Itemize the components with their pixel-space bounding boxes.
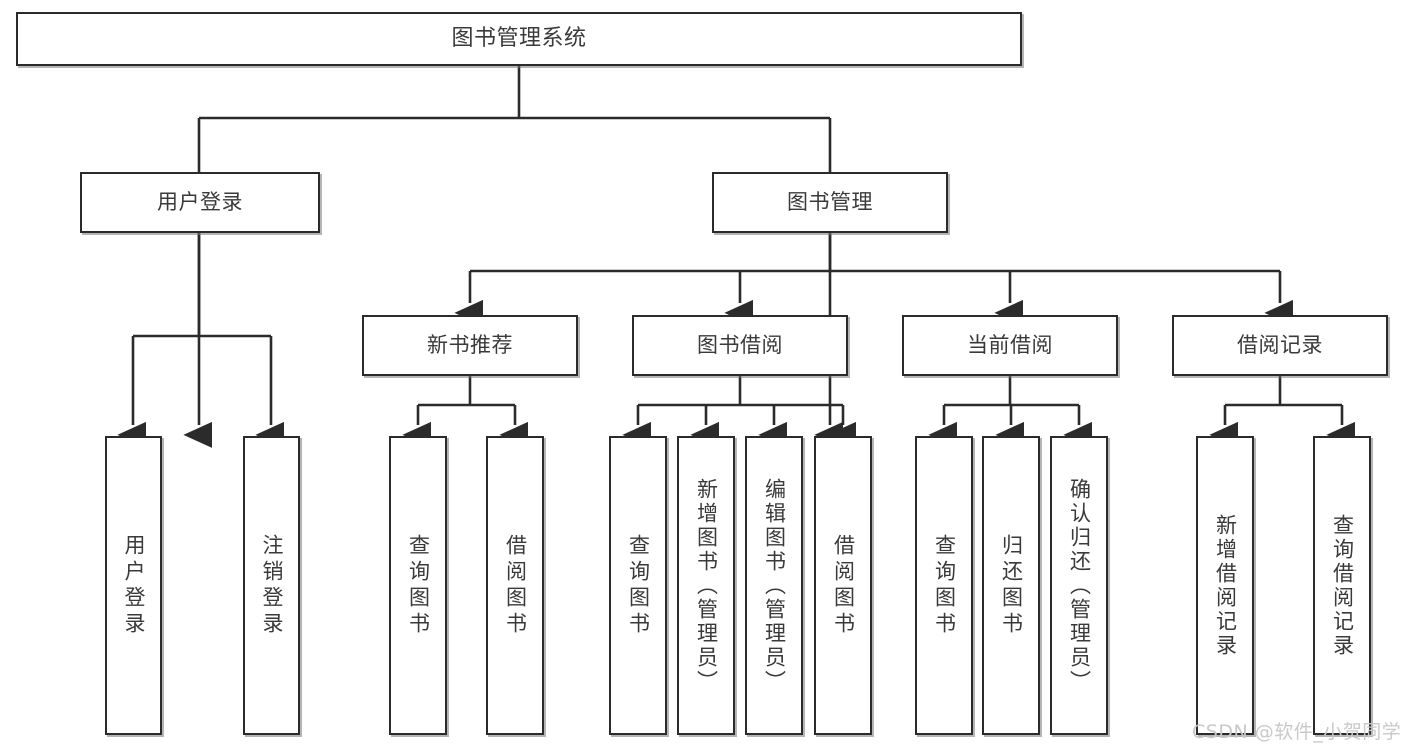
node-book-management[interactable]: 图书管理 xyxy=(712,172,948,233)
node-label: 查询图书 xyxy=(406,533,431,638)
node-label: 注销登录 xyxy=(260,533,284,638)
node-label: 借阅记录 xyxy=(1237,333,1323,357)
leaf-return-book[interactable]: 归还图书 xyxy=(982,436,1040,735)
node-label: 编辑图书（管理员） xyxy=(762,477,787,694)
node-label: 查询图书 xyxy=(932,533,957,638)
node-new-book-recommend[interactable]: 新书推荐 xyxy=(362,315,578,376)
leaf-edit-book-admin[interactable]: 编辑图书（管理员） xyxy=(745,436,803,735)
leaf-query-book-current[interactable]: 查询图书 xyxy=(915,436,973,735)
node-label: 借阅图书 xyxy=(503,533,528,638)
node-label: 新增图书（管理员） xyxy=(694,477,719,694)
node-label: 新书推荐 xyxy=(427,333,513,357)
node-book-borrow[interactable]: 图书借阅 xyxy=(632,315,848,376)
node-current-borrow[interactable]: 当前借阅 xyxy=(902,315,1118,376)
leaf-user-login[interactable]: 用户登录 xyxy=(105,436,162,735)
leaf-query-book-borrow[interactable]: 查询图书 xyxy=(609,436,667,735)
leaf-add-borrow-record[interactable]: 新增借阅记录 xyxy=(1196,436,1254,735)
leaf-query-book-recommend[interactable]: 查询图书 xyxy=(389,436,447,735)
leaf-borrow-book-borrow[interactable]: 借阅图书 xyxy=(814,436,872,735)
node-root-book-management-system[interactable]: 图书管理系统 xyxy=(16,12,1022,66)
leaf-query-borrow-record[interactable]: 查询借阅记录 xyxy=(1313,436,1371,735)
node-label: 图书管理系统 xyxy=(451,26,587,51)
node-label: 图书借阅 xyxy=(697,333,783,357)
node-label: 确认归还（管理员） xyxy=(1067,477,1092,694)
leaf-add-book-admin[interactable]: 新增图书（管理员） xyxy=(677,436,735,735)
node-label: 用户登录 xyxy=(122,533,146,638)
node-label: 归还图书 xyxy=(999,533,1024,638)
node-user-login[interactable]: 用户登录 xyxy=(80,172,320,233)
node-label: 新增借阅记录 xyxy=(1213,513,1238,658)
leaf-confirm-return-admin[interactable]: 确认归还（管理员） xyxy=(1050,436,1108,735)
node-label: 图书管理 xyxy=(787,190,873,214)
node-label: 查询图书 xyxy=(626,533,651,638)
leaf-logout-login[interactable]: 注销登录 xyxy=(243,436,300,735)
node-borrow-record[interactable]: 借阅记录 xyxy=(1172,315,1388,376)
csdn-watermark: CSDN @软件_小贺同学 xyxy=(1192,721,1402,743)
node-label: 查询借阅记录 xyxy=(1330,513,1355,658)
leaf-borrow-book-recommend[interactable]: 借阅图书 xyxy=(486,436,544,735)
node-label: 用户登录 xyxy=(157,190,243,214)
node-label: 当前借阅 xyxy=(967,333,1053,357)
node-label: 借阅图书 xyxy=(831,533,856,638)
